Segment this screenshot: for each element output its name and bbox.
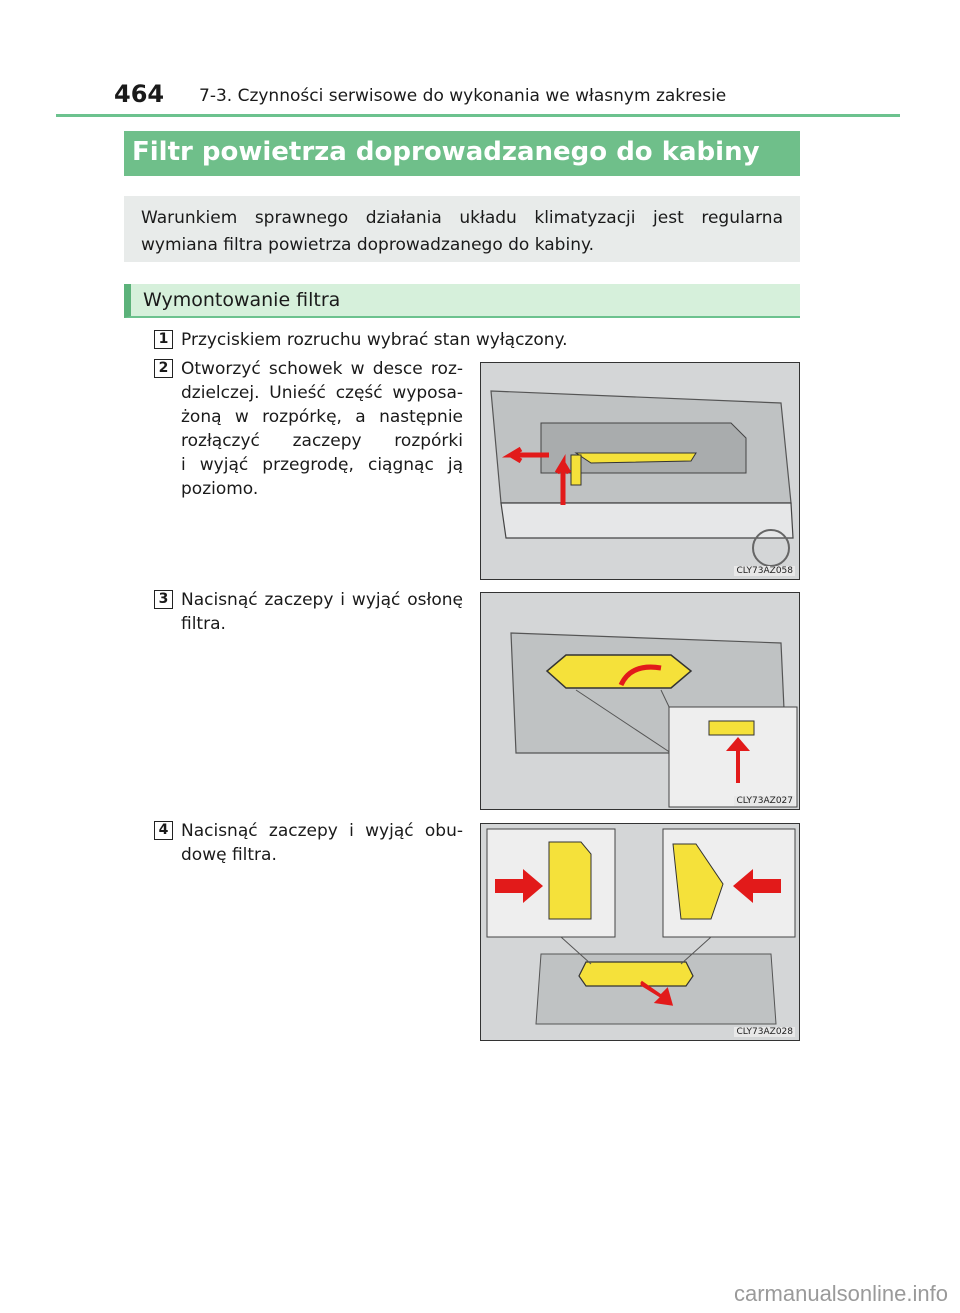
figure-code: CLY73AZ028	[734, 1027, 795, 1037]
step-line: Otworzyć schowek w desce roz-	[181, 359, 463, 379]
step-line: filtra.	[181, 614, 226, 634]
step-line: Nacisnąć zaczepy i wyjąć obu-	[181, 821, 463, 841]
step-number-2: 2	[154, 359, 173, 378]
step-number-3: 3	[154, 590, 173, 609]
subheading: Wymontowanie filtra	[124, 284, 800, 318]
step-line: Nacisnąć zaczepy i wyjąć osłonę	[181, 590, 463, 610]
step-number-1: 1	[154, 330, 173, 349]
step-text-3: Nacisnąć zaczepy i wyjąć osłonę filtra.	[181, 588, 463, 636]
step-text-2: Otworzyć schowek w desce roz- dzielczej.…	[181, 357, 463, 501]
step-text-4: Nacisnąć zaczepy i wyjąć obu- dowę filtr…	[181, 819, 463, 867]
section-banner: Filtr powietrza doprowadzanego do kabiny	[124, 131, 800, 176]
watermark: carmanualsonline.info	[733, 1281, 948, 1306]
step-line: poziomo.	[181, 479, 259, 499]
step-text-1: Przyciskiem rozruchu wybrać stan wyłączo…	[181, 330, 568, 350]
step-line: dzielczej. Unieść część wyposa-	[181, 383, 463, 403]
figure-filter-cover: CLY73AZ027	[480, 592, 800, 810]
figure-glovebox-divider: CLY73AZ058	[480, 362, 800, 580]
figure-filter-housing: CLY73AZ028	[480, 823, 800, 1041]
subheading-title: Wymontowanie filtra	[143, 289, 341, 311]
chapter-title: 7-3. Czynności serwisowe do wykonania we…	[199, 86, 727, 106]
intro-box: Warunkiem sprawnego działania układu kli…	[124, 196, 800, 262]
section-title: Filtr powietrza doprowadzanego do kabiny	[132, 137, 760, 167]
figure-code: CLY73AZ058	[734, 566, 795, 576]
intro-text: Warunkiem sprawnego działania układu kli…	[141, 208, 783, 255]
page-number: 464	[114, 80, 165, 108]
step-line: i wyjąć przegrodę, ciągnąc ją	[181, 455, 463, 475]
step-line: żoną w rozpórkę, a następnie	[181, 407, 463, 427]
page-header: 464 7-3. Czynności serwisowe do wykonani…	[56, 80, 900, 117]
step-line: dowę filtra.	[181, 845, 277, 865]
figure-code: CLY73AZ027	[734, 796, 795, 806]
step-number-4: 4	[154, 821, 173, 840]
step-line: rozłączyć zaczepy rozpórki	[181, 431, 463, 451]
